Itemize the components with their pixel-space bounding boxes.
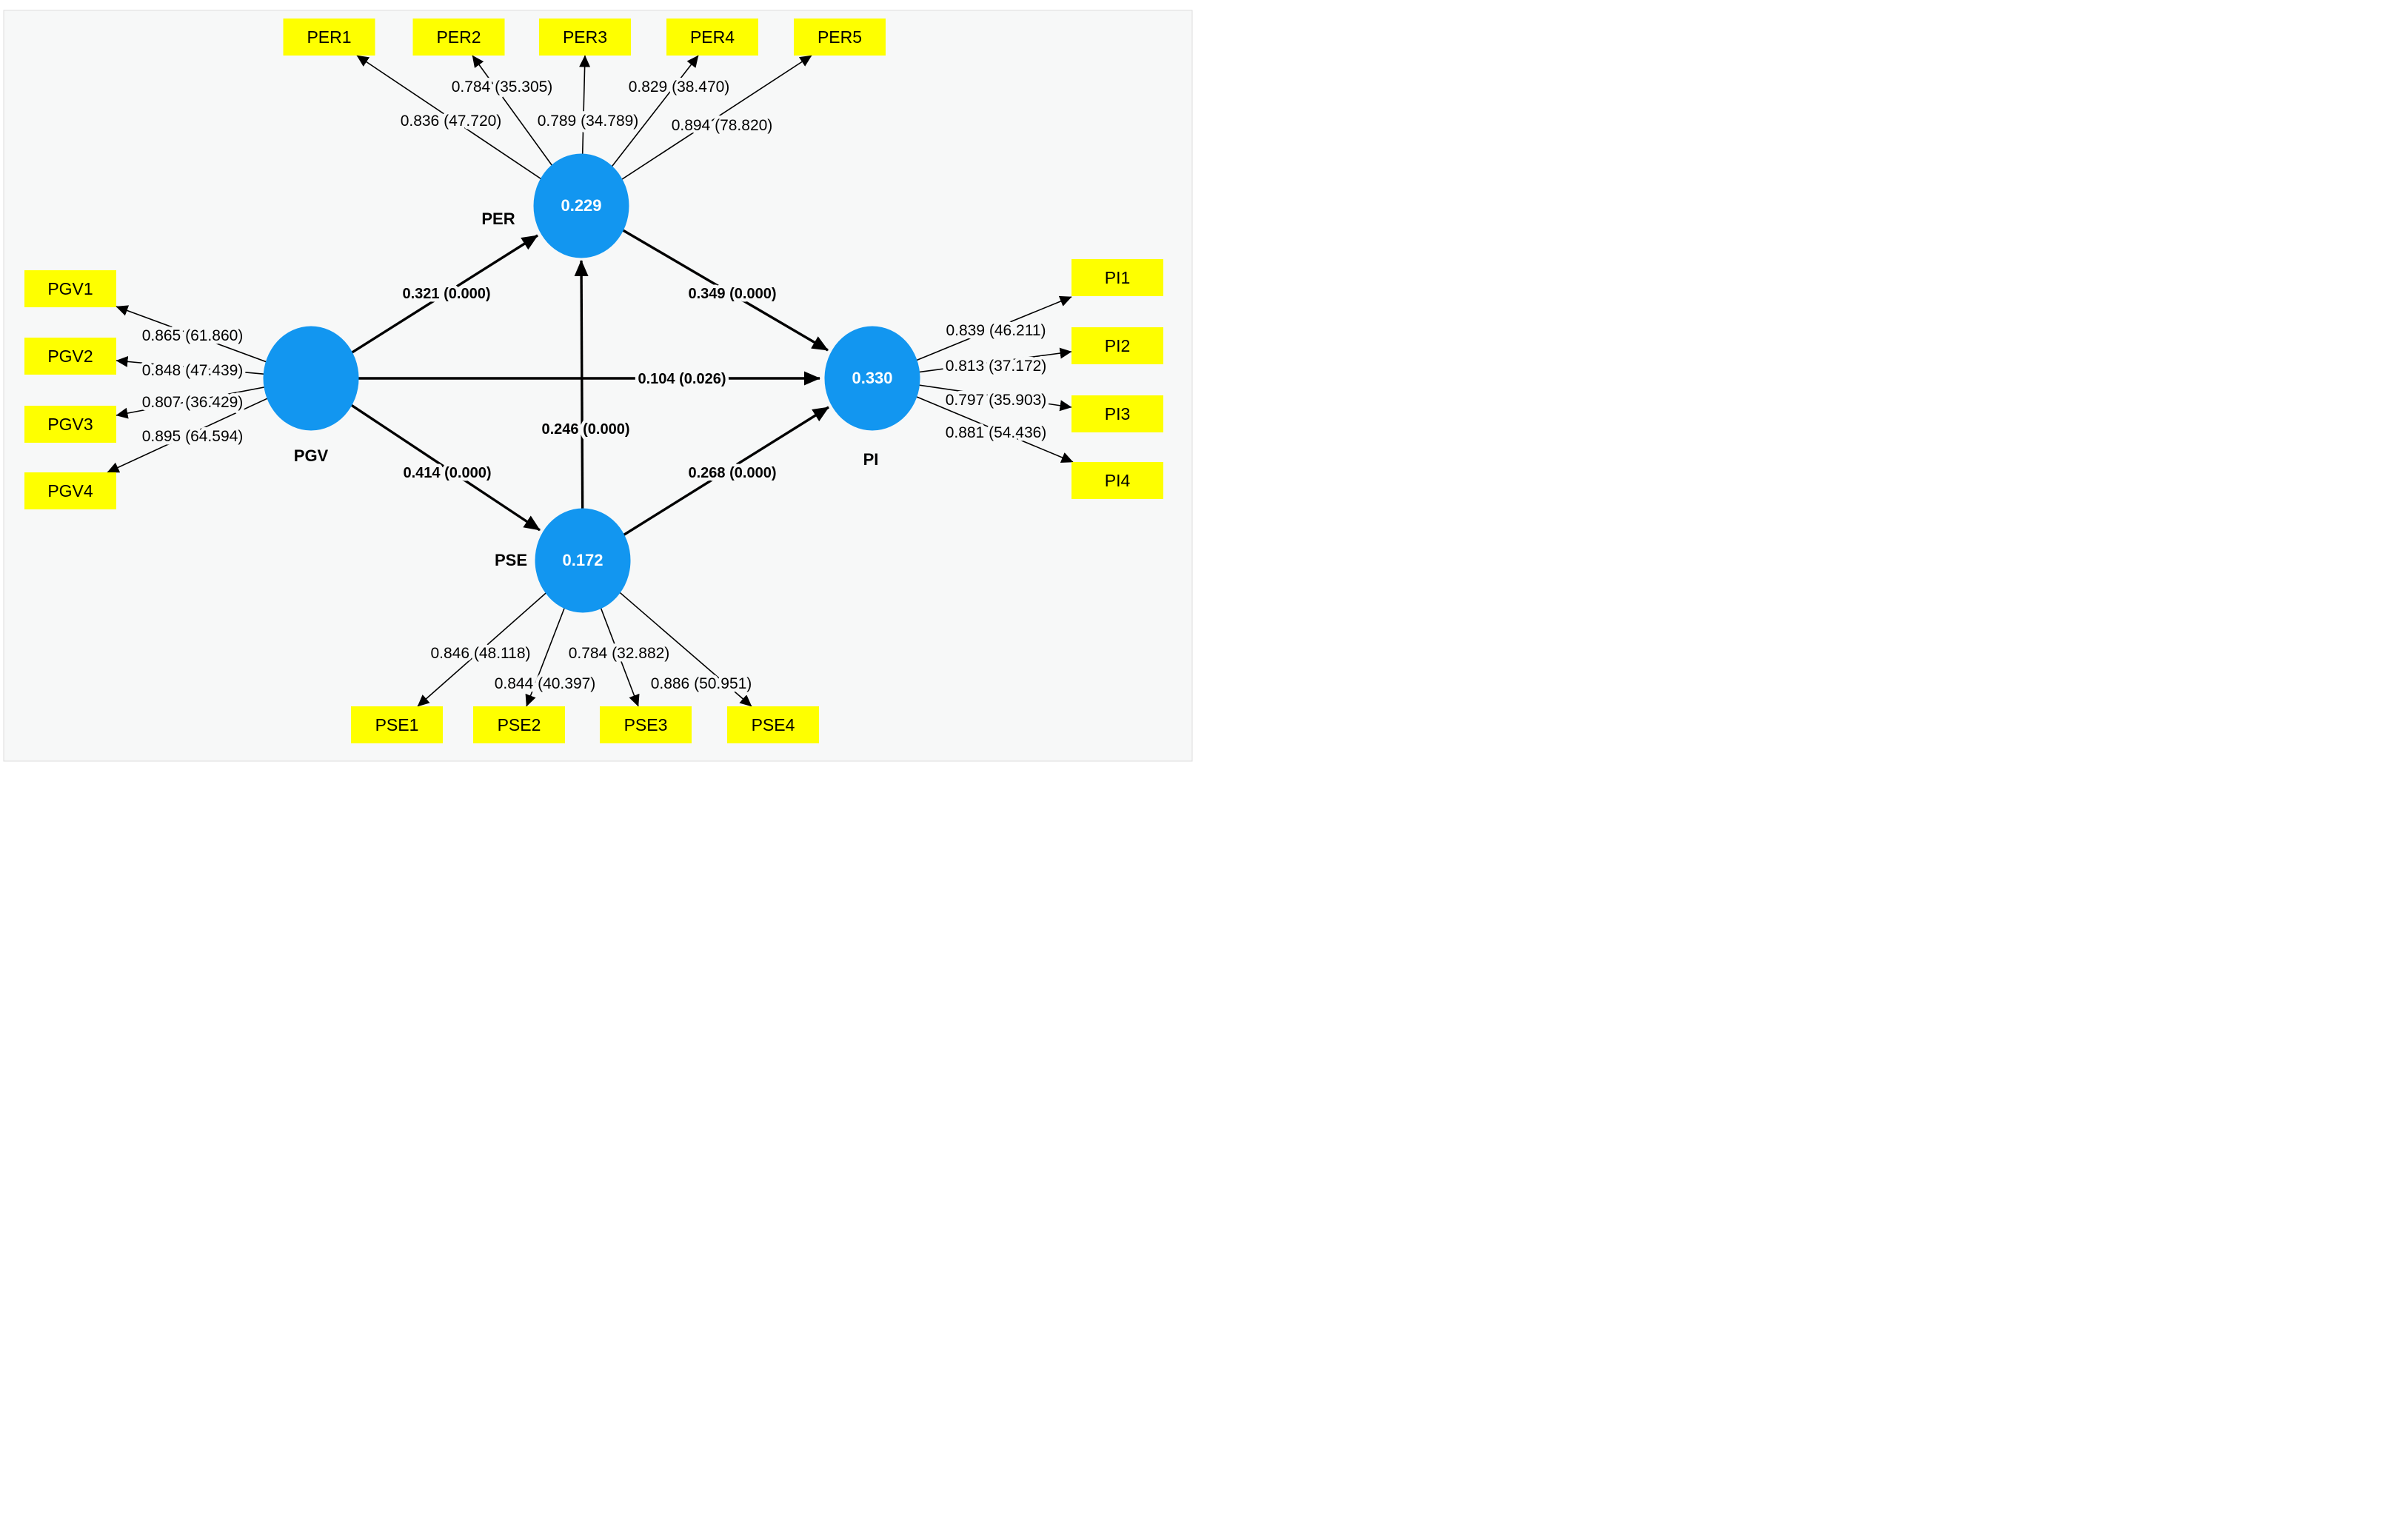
- path-label-pgv-pse: 0.414 (0.000): [404, 465, 492, 481]
- indicator-boxes: [24, 19, 1163, 743]
- path-label-pse-pi: 0.268 (0.000): [689, 465, 777, 481]
- indicator-label-pi2: PI2: [1105, 336, 1131, 355]
- indicator-box-pse2: [473, 706, 565, 743]
- sem-path-model-svg: PER1 PER2 PER3 PER4 PER5 PGV1 PGV2 PGV3 …: [3, 10, 1193, 762]
- indicator-box-pse1: [351, 706, 443, 743]
- indicator-box-pi3: [1071, 395, 1163, 432]
- path-label-pse-per: 0.246 (0.000): [542, 421, 630, 438]
- path-label-pgv-pi: 0.104 (0.026): [638, 371, 726, 387]
- indicator-label-pse1: PSE1: [375, 715, 419, 734]
- latent-node-pse: [535, 508, 631, 613]
- loading-label-per3: 0.789 (34.789): [538, 113, 639, 130]
- indicator-label-pse2: PSE2: [498, 715, 541, 734]
- loading-label-pgv3: 0.807 (36.429): [142, 394, 244, 411]
- loading-label-pgv2: 0.848 (47.439): [142, 362, 244, 379]
- loading-labels: 0.836 (47.720) 0.784 (35.305) 0.789 (34.…: [138, 76, 1050, 696]
- latent-name-pgv: PGV: [294, 446, 329, 465]
- indicator-box-per4: [666, 19, 758, 56]
- diagram-canvas: [3, 10, 1193, 762]
- path-label-pgv-per: 0.321 (0.000): [403, 286, 491, 302]
- r2-value-pi: 0.330: [852, 369, 892, 387]
- loading-label-per2: 0.784 (35.305): [452, 78, 553, 96]
- indicator-label-per2: PER2: [436, 27, 481, 47]
- indicator-label-pgv3: PGV3: [47, 415, 93, 434]
- indicator-label-per3: PER3: [563, 27, 607, 47]
- indicator-box-pgv4: [24, 472, 116, 509]
- latent-name-pi: PI: [863, 450, 879, 469]
- indicator-label-pi4: PI4: [1105, 471, 1131, 490]
- indicator-box-per1: [283, 19, 375, 56]
- latent-name-pse: PSE: [495, 551, 527, 569]
- path-label-per-pi: 0.349 (0.000): [689, 286, 777, 302]
- latent-nodes: [263, 153, 920, 613]
- loading-label-pse1: 0.846 (48.118): [430, 645, 530, 662]
- indicator-label-pgv4: PGV4: [47, 481, 93, 500]
- indicator-box-pgv2: [24, 338, 116, 375]
- indicator-box-per5: [794, 19, 886, 56]
- indicator-labels: PER1 PER2 PER3 PER4 PER5 PGV1 PGV2 PGV3 …: [47, 27, 1130, 734]
- indicator-label-pse3: PSE3: [624, 715, 668, 734]
- latent-node-per: [533, 153, 629, 258]
- indicator-box-pgv3: [24, 406, 116, 443]
- loading-label-per5: 0.894 (78.820): [672, 117, 773, 134]
- indicator-label-per5: PER5: [817, 27, 862, 47]
- loading-label-per1: 0.836 (47.720): [401, 113, 502, 130]
- indicator-box-pi2: [1071, 327, 1163, 364]
- latent-node-pi: [824, 326, 920, 431]
- loading-label-pi1: 0.839 (46.211): [946, 322, 1046, 339]
- indicator-box-pgv1: [24, 270, 116, 307]
- indicator-label-per4: PER4: [690, 27, 735, 47]
- indicator-label-pi1: PI1: [1105, 268, 1131, 287]
- indicator-label-pse4: PSE4: [752, 715, 795, 734]
- indicator-box-per2: [412, 19, 505, 56]
- indicator-box-pi4: [1071, 462, 1163, 499]
- latent-name-per: PER: [481, 210, 515, 228]
- loading-label-pse4: 0.886 (50.951): [651, 675, 752, 692]
- latent-node-pgv: [263, 326, 359, 431]
- loading-label-pgv1: 0.865 (61.860): [142, 327, 244, 344]
- indicator-label-pi3: PI3: [1105, 404, 1131, 424]
- indicator-label-pgv2: PGV2: [47, 346, 93, 366]
- loading-label-pi2: 0.813 (37.172): [946, 358, 1047, 375]
- path-coefficient-labels: 0.321 (0.000) 0.349 (0.000) 0.104 (0.026…: [399, 283, 780, 485]
- indicator-label-pgv1: PGV1: [47, 279, 93, 298]
- indicator-box-pi1: [1071, 259, 1163, 296]
- loading-label-pse2: 0.844 (40.397): [495, 675, 596, 692]
- latent-text: PER PGV PSE PI 0.229 0.172 0.330: [294, 196, 893, 569]
- loading-label-pse3: 0.784 (32.882): [569, 645, 670, 662]
- loading-label-pgv4: 0.895 (64.594): [142, 428, 244, 445]
- loading-label-pi4: 0.881 (54.436): [946, 424, 1047, 441]
- r2-value-pse: 0.172: [562, 551, 603, 569]
- indicator-box-pse3: [600, 706, 692, 743]
- indicator-label-per1: PER1: [307, 27, 351, 47]
- r2-value-per: 0.229: [561, 196, 601, 215]
- indicator-box-pse4: [727, 706, 819, 743]
- loading-label-per4: 0.829 (38.470): [629, 78, 730, 96]
- indicator-box-per3: [539, 19, 631, 56]
- loading-label-pi3: 0.797 (35.903): [946, 392, 1047, 409]
- sem-path-model-figure: PER1 PER2 PER3 PER4 PER5 PGV1 PGV2 PGV3 …: [0, 0, 1197, 770]
